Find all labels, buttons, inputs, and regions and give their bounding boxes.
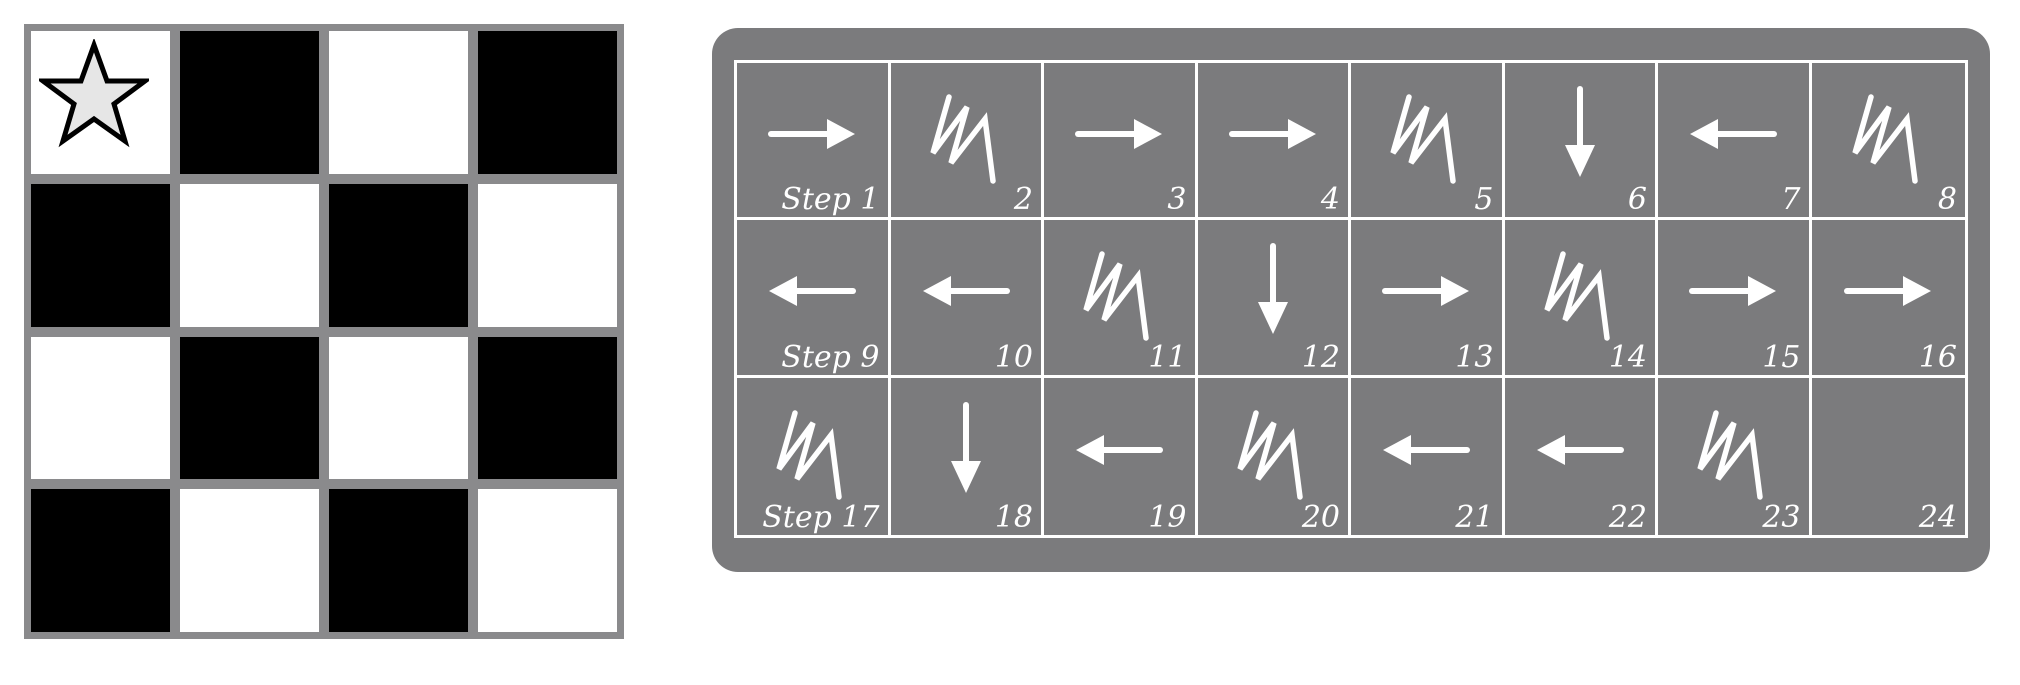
step-number: 23 <box>1762 499 1801 535</box>
board-cell-black <box>329 183 468 327</box>
step-number: 13 <box>1455 339 1494 375</box>
board-cell-white <box>478 489 617 632</box>
zigzag-icon <box>930 94 996 184</box>
left-arrow-icon <box>1383 435 1471 466</box>
left-arrow-icon <box>922 276 1010 307</box>
step-cell: 15 <box>1658 220 1812 378</box>
step-cell: 4 <box>1197 63 1351 221</box>
board-cell-white <box>31 31 170 174</box>
board-cell-black <box>180 31 319 174</box>
step-number: 16 <box>1918 339 1957 375</box>
step-cell: 11 <box>1044 220 1198 378</box>
step-number: 10 <box>994 339 1033 375</box>
step-cell: 3 <box>1044 63 1198 221</box>
zigzag-icon <box>1544 251 1610 342</box>
step-cell: 12 <box>1197 220 1351 378</box>
board-cell-black <box>180 336 319 480</box>
step-cell: 8 <box>1811 63 1965 221</box>
step-number: 4 <box>1320 182 1340 218</box>
step-cell: 14 <box>1504 220 1658 378</box>
step-cell: 22 <box>1505 377 1658 535</box>
board-cell-black <box>478 336 617 480</box>
right-arrow-icon <box>768 118 856 149</box>
step-cell: 21 <box>1351 377 1505 535</box>
step-cell: 19 <box>1044 377 1198 535</box>
zigzag-icon <box>1852 94 1918 184</box>
down-arrow-icon <box>950 402 981 494</box>
step-number: 12 <box>1301 339 1340 375</box>
step-number: 22 <box>1608 499 1647 535</box>
left-arrow-icon <box>769 276 857 307</box>
zigzag-icon <box>1083 251 1149 342</box>
step-number: 21 <box>1455 499 1494 535</box>
step-number: 15 <box>1762 339 1801 375</box>
step-cell: 24 <box>1812 378 1966 535</box>
board-cell-black <box>31 489 170 632</box>
right-arrow-icon <box>1382 276 1470 307</box>
step-number: 24 <box>1918 499 1957 535</box>
step-number: 2 <box>1013 182 1033 218</box>
down-arrow-icon <box>1257 243 1288 335</box>
board-cell-white <box>329 336 468 480</box>
star-icon <box>39 39 149 148</box>
step-number: 18 <box>994 499 1033 535</box>
right-arrow-icon <box>1228 118 1316 149</box>
step-cell: 10 <box>890 220 1044 378</box>
step-number: 3 <box>1167 182 1187 218</box>
step-number: 14 <box>1608 339 1647 375</box>
board-cell-black <box>31 183 170 327</box>
left-arrow-icon <box>1076 435 1164 466</box>
left-arrow-icon <box>1536 435 1624 466</box>
step-cell: 20 <box>1198 377 1351 535</box>
zigzag-icon <box>1697 410 1763 500</box>
step-number: 6 <box>1627 182 1647 218</box>
board-cell-black <box>329 489 468 632</box>
step-cell: 23 <box>1658 377 1812 535</box>
right-arrow-icon <box>1844 276 1932 307</box>
step-number: 8 <box>1937 182 1957 218</box>
step-cell: Step 1 <box>737 63 891 221</box>
board-cell-white <box>180 183 319 327</box>
step-cell: 7 <box>1658 63 1812 221</box>
step-number: 20 <box>1301 499 1340 535</box>
step-cell: 6 <box>1504 63 1658 221</box>
board-cell-black <box>478 31 617 174</box>
zigzag-icon <box>1390 94 1456 184</box>
left-arrow-icon <box>1690 118 1778 149</box>
step-number: 5 <box>1474 182 1494 218</box>
board-cell-white <box>329 31 468 174</box>
step-number: 11 <box>1148 339 1187 375</box>
step-cell: 13 <box>1351 220 1505 378</box>
step-cell: 5 <box>1351 63 1505 221</box>
down-arrow-icon <box>1564 85 1595 177</box>
zigzag-icon <box>776 410 842 500</box>
step-number: Step 17 <box>762 499 880 535</box>
right-arrow-icon <box>1075 118 1163 149</box>
step-cell: 2 <box>890 63 1044 221</box>
right-arrow-icon <box>1689 276 1777 307</box>
step-cell: 18 <box>891 377 1044 535</box>
step-number: 19 <box>1148 499 1187 535</box>
step-cell: Step 17 <box>737 377 891 535</box>
board-cell-white <box>478 183 617 327</box>
checkerboard <box>24 24 624 639</box>
step-number: Step 1 <box>781 182 880 218</box>
board-cell-white <box>180 489 319 632</box>
board-cell-white <box>31 336 170 480</box>
step-number: Step 9 <box>781 339 880 375</box>
step-number: 7 <box>1781 182 1801 218</box>
zigzag-icon <box>1237 410 1303 500</box>
step-cell: 16 <box>1811 220 1965 378</box>
step-cell: Step 9 <box>737 220 891 378</box>
